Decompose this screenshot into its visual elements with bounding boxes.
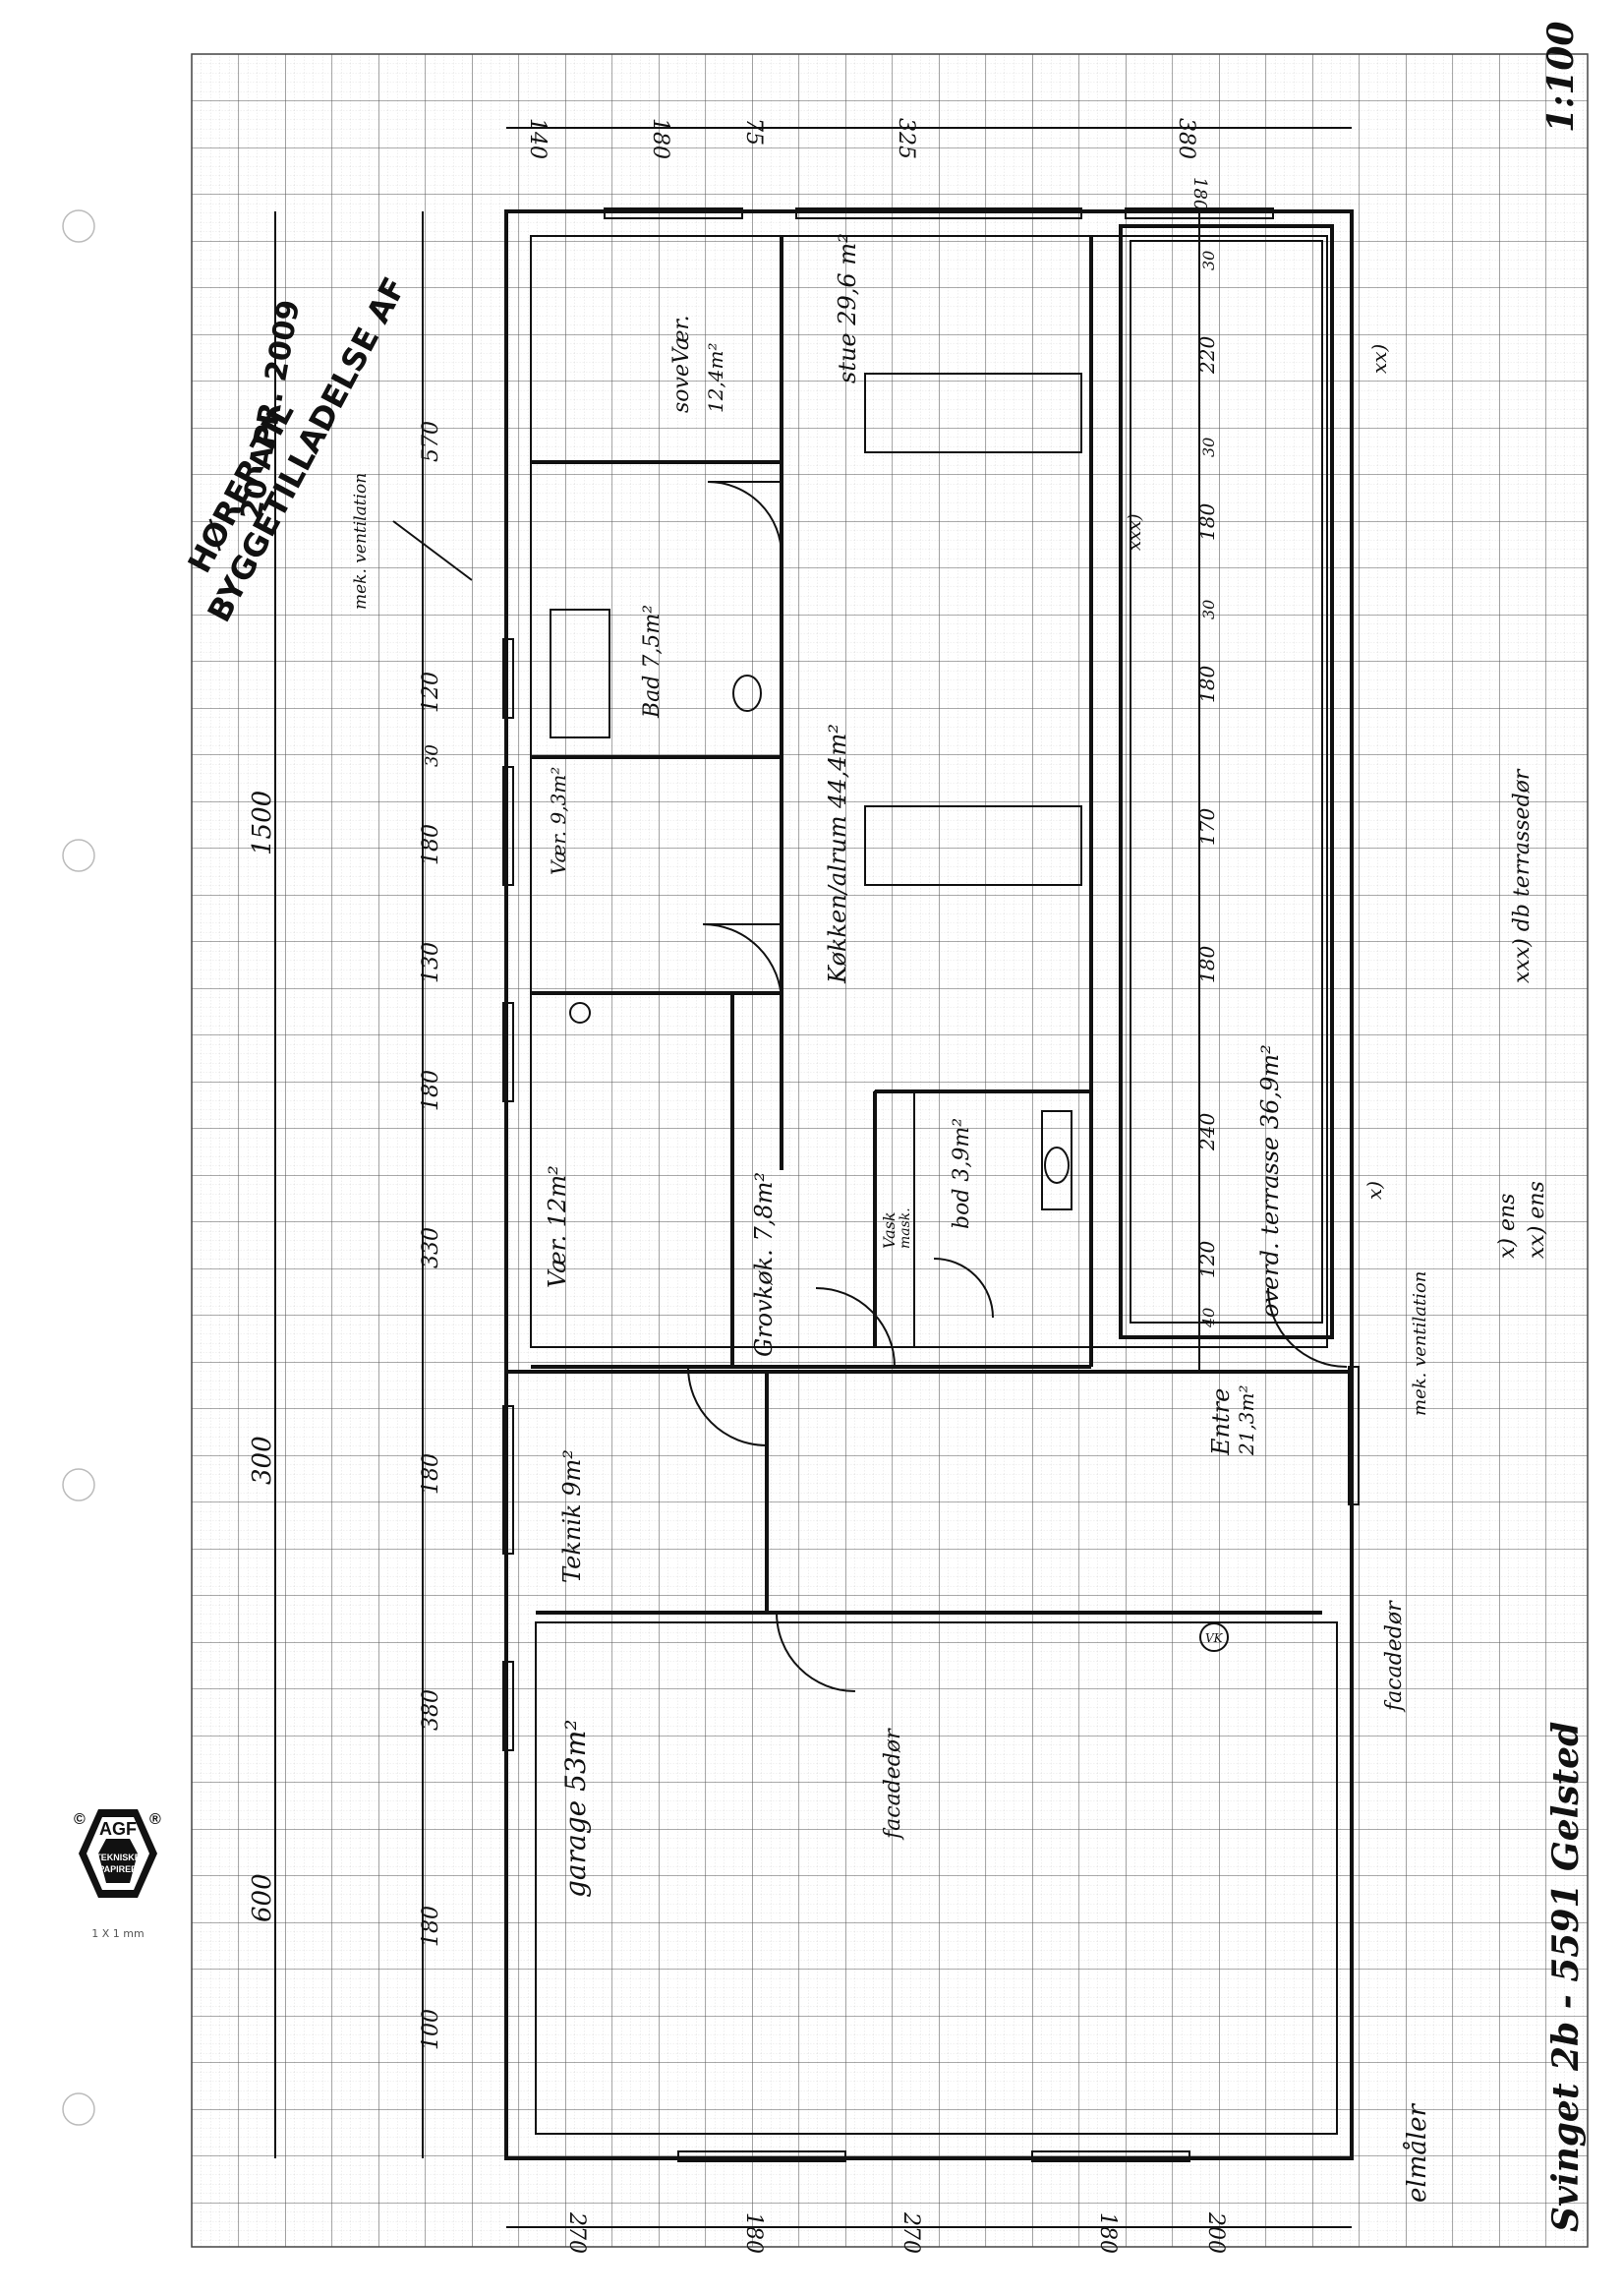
dim-bottom-270b: 270 xyxy=(898,2211,923,2254)
note-facadedor-2: facadedør xyxy=(1382,1600,1407,1713)
logo-line1: TEKNISKE xyxy=(95,1853,141,1862)
dim-top-180b: 180 xyxy=(1189,177,1210,210)
binder-hole-icon xyxy=(62,839,95,872)
dim-180c: 180 xyxy=(419,1453,443,1495)
dim-100: 100 xyxy=(419,2009,443,2050)
label-vask: Vask xyxy=(880,1211,898,1249)
room-entre: Entre xyxy=(1207,1388,1235,1456)
room-stue: stue 29,6 m² xyxy=(834,233,861,383)
dim-right-40: 40 xyxy=(1199,1308,1218,1328)
room-terrasse: overd. terrasse 36,9m² xyxy=(1256,1044,1284,1318)
room-grovkokken: Grovkøk. 7,8m² xyxy=(750,1172,778,1357)
note-mek-vent-top: mek. ventilation xyxy=(351,473,371,610)
dim-300: 300 xyxy=(248,1436,277,1485)
fixtures xyxy=(550,373,1229,1652)
room-vaer-12: Vær. 12m² xyxy=(544,1165,571,1288)
dim-570: 570 xyxy=(419,421,443,462)
marker-xx: xx) xyxy=(1367,344,1391,374)
leader-line xyxy=(392,520,473,581)
dim-top-75: 75 xyxy=(741,118,766,146)
windows xyxy=(502,207,1360,2162)
room-bod: bod 3,9m² xyxy=(950,1118,974,1229)
dim-right-180c: 180 xyxy=(1195,946,1219,983)
terrace-inner xyxy=(1130,240,1323,1324)
inner-wall-house xyxy=(530,235,1328,1348)
room-garage: garage 53m² xyxy=(559,1720,592,1899)
room-teknik: Teknik 9m² xyxy=(558,1449,586,1583)
marker-xxx: xxx) xyxy=(1125,514,1145,551)
inner-wall-garage xyxy=(535,1621,1338,2135)
legend-xx: xx) ens xyxy=(1525,1181,1549,1259)
room-sovevaer: soveVær. xyxy=(669,315,694,413)
dim-right-240: 240 xyxy=(1195,1113,1219,1151)
terrace-outline xyxy=(1119,224,1334,1339)
registered-icon: ® xyxy=(149,1811,161,1828)
note-mek-vent-bottom: mek. ventilation xyxy=(1410,1271,1430,1416)
dim-330: 330 xyxy=(419,1227,443,1268)
dim-bottom-270a: 270 xyxy=(564,2211,589,2254)
dim-600: 600 xyxy=(248,1873,277,1922)
note-vk: VK xyxy=(1205,1631,1224,1645)
dim-bottom-180b: 180 xyxy=(1095,2212,1120,2254)
logo-brand: AGF xyxy=(99,1819,137,1839)
room-vaer-9: Vær. 9,3m² xyxy=(547,767,570,875)
dim-right-30a: 30 xyxy=(1199,251,1218,270)
dim-130: 130 xyxy=(419,942,443,983)
dim-180b: 180 xyxy=(419,1070,443,1111)
doors xyxy=(687,481,1348,1692)
logo-grid-note: 1 X 1 mm xyxy=(91,1927,144,1940)
drawing-title: Svinget 2b - 5591 Gelsted xyxy=(1545,1722,1587,2232)
agf-logo: AGF TEKNISKE PAPIRER © ® xyxy=(74,1809,161,1898)
binder-hole-icon xyxy=(62,209,95,243)
dim-right-30b: 30 xyxy=(1199,438,1218,457)
dim-right-180a: 180 xyxy=(1195,503,1219,541)
marker-x: x) xyxy=(1362,1181,1386,1200)
dim-120: 120 xyxy=(419,672,443,713)
dim-right-180b: 180 xyxy=(1195,666,1219,703)
room-entre-area: 21,3m² xyxy=(1235,1384,1258,1456)
dim-top-180: 180 xyxy=(648,118,672,159)
legend-x: x) ens xyxy=(1495,1194,1520,1259)
dim-top-380: 380 xyxy=(1174,118,1198,159)
room-kokken: Køkken/alrum 44,4m² xyxy=(824,724,851,984)
binder-hole-icon xyxy=(62,1468,95,1501)
dim-30a: 30 xyxy=(422,744,442,767)
dim-right-30c: 30 xyxy=(1199,600,1218,619)
outer-wall-garage xyxy=(504,1370,1354,2160)
note-facadedor-1: facadedør xyxy=(881,1728,905,1841)
dim-top-140: 140 xyxy=(525,118,550,159)
note-elmaler: elmåler xyxy=(1402,2102,1432,2203)
legend-xxx: xxx) db terrassedør xyxy=(1510,768,1535,983)
dim-180d: 180 xyxy=(419,1906,443,1947)
binder-hole-icon xyxy=(62,2092,95,2126)
room-bad: Bad 7,5m² xyxy=(640,605,665,719)
room-sovevaer-area: 12,4m² xyxy=(704,342,727,413)
dim-1500: 1500 xyxy=(248,791,277,855)
dim-180a: 180 xyxy=(419,824,443,865)
dim-bottom-200: 200 xyxy=(1203,2211,1228,2254)
logo-line2: PAPIRER xyxy=(98,1864,138,1874)
dim-right-220: 220 xyxy=(1195,336,1219,375)
dim-bottom-180a: 180 xyxy=(741,2212,766,2254)
dim-right-120: 120 xyxy=(1195,1241,1219,1278)
dim-380: 380 xyxy=(419,1689,443,1731)
label-maske: mask. xyxy=(898,1207,913,1249)
grid-major xyxy=(192,54,1588,2247)
copyright-icon: © xyxy=(74,1811,86,1828)
grid-border xyxy=(191,53,1589,2248)
dim-right-170: 170 xyxy=(1195,808,1219,846)
dim-top-325: 325 xyxy=(894,118,918,159)
scale-label: 1:100 xyxy=(1540,22,1582,133)
vk-icon xyxy=(1199,1622,1229,1652)
